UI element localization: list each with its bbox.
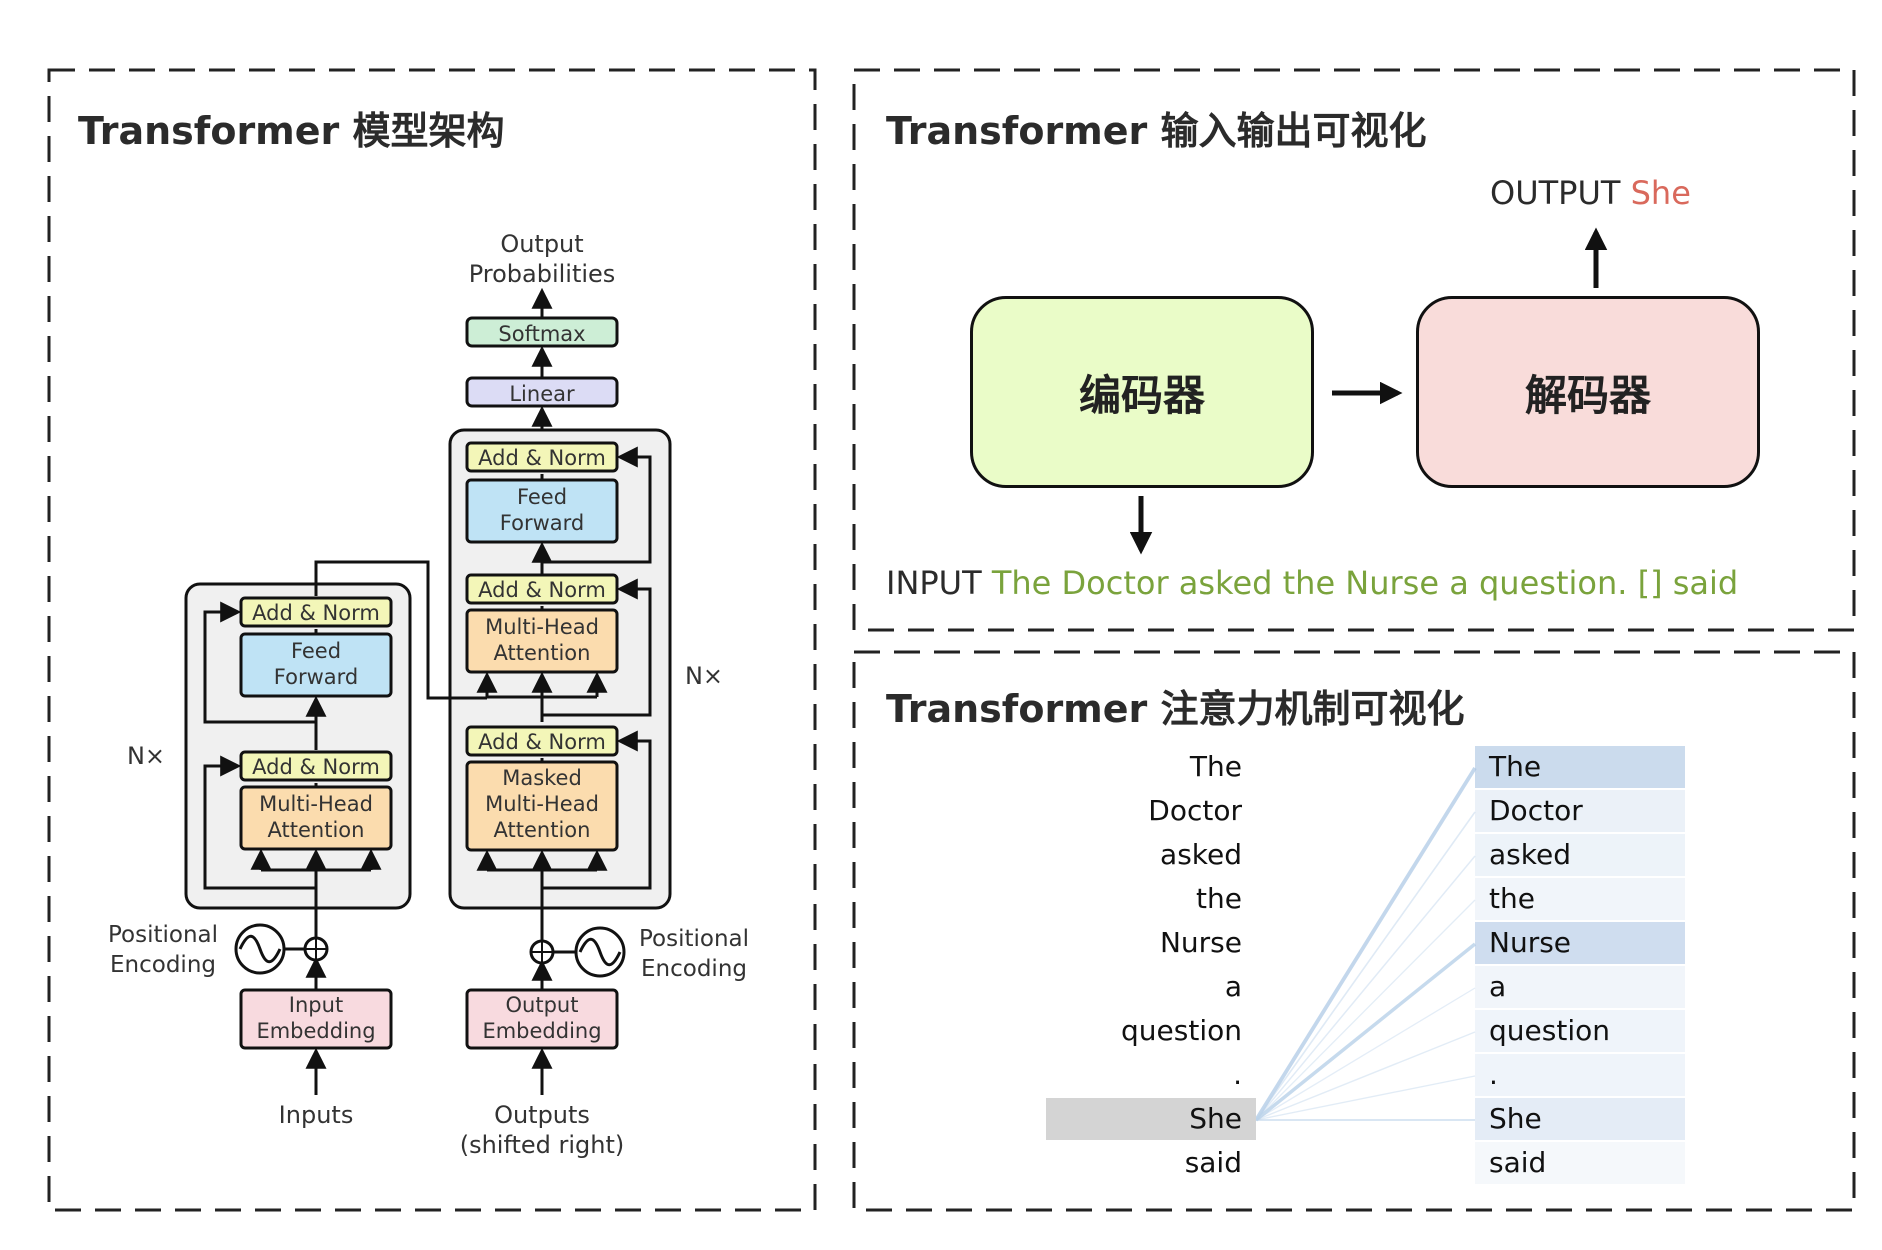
decoder-box: 解码器 (1416, 296, 1760, 488)
svg-text:Output: Output (506, 993, 579, 1017)
input-value: The Doctor asked the Nurse a question. [… (991, 564, 1739, 602)
output-value: She (1630, 174, 1691, 212)
attention-link (1255, 811, 1476, 1121)
decoder-nx-label: N× (685, 662, 723, 690)
svg-text:Embedding: Embedding (256, 1019, 375, 1043)
svg-text:Feed: Feed (517, 485, 567, 509)
svg-text:Embedding: Embedding (482, 1019, 601, 1043)
output-probabilities-label-2: Probabilities (469, 260, 616, 288)
attention-source-word: She (1046, 1098, 1256, 1140)
attention-link (1255, 987, 1476, 1121)
attention-source-word: a (1224, 970, 1242, 1003)
attention-target-word: question (1475, 1010, 1685, 1052)
transformer-architecture-diagram: Output Probabilities Softmax Linear Add … (108, 230, 749, 1159)
attention-target-word: Doctor (1475, 790, 1685, 832)
svg-text:Input: Input (289, 993, 343, 1017)
attention-target-word: Nurse (1475, 922, 1685, 964)
svg-text:Add & Norm: Add & Norm (478, 446, 606, 470)
attention-source-word: . (1233, 1058, 1242, 1091)
svg-text:Attention: Attention (494, 641, 591, 665)
svg-text:Attention: Attention (494, 818, 591, 842)
attention-link (1255, 899, 1476, 1121)
svg-text:Softmax: Softmax (498, 322, 585, 346)
svg-text:Add & Norm: Add & Norm (478, 730, 606, 754)
encoder-label: 编码器 (1078, 370, 1205, 420)
attention-link (1255, 1031, 1476, 1121)
svg-text:Attention: Attention (268, 818, 365, 842)
attention-link (1254, 942, 1477, 1122)
attention-target-word: She (1475, 1098, 1685, 1140)
svg-text:Linear: Linear (509, 382, 575, 406)
output-probabilities-label: Output (500, 230, 583, 258)
attention-target-word: the (1475, 878, 1685, 920)
svg-text:Masked: Masked (502, 766, 582, 790)
inputs-label: Inputs (279, 1101, 354, 1129)
attention-link (1255, 1075, 1476, 1121)
svg-text:Feed: Feed (291, 639, 341, 663)
attention-source-word: Nurse (1159, 926, 1242, 959)
svg-text:Add & Norm: Add & Norm (252, 601, 380, 625)
svg-text:Forward: Forward (500, 511, 584, 535)
svg-text:Multi-Head: Multi-Head (485, 615, 599, 639)
io-panel-border (852, 68, 1856, 632)
attention-source-word: said (1184, 1146, 1242, 1179)
svg-text:(shifted right): (shifted right) (460, 1131, 625, 1159)
architecture-panel: Transformer 模型架构 Output Probabilities So… (0, 0, 830, 1250)
attention-target-word: . (1475, 1054, 1685, 1096)
svg-text:Encoding: Encoding (110, 952, 216, 978)
attention-source-word: question (1121, 1014, 1242, 1047)
svg-text:Add & Norm: Add & Norm (478, 578, 606, 602)
attention-title: Transformer 注意力机制可视化 (886, 687, 1465, 731)
attention-source-word: asked (1160, 838, 1242, 871)
svg-text:Encoding: Encoding (641, 956, 747, 982)
io-panel: Transformer 输入输出可视化 编码器 解码器 OUTPUT She I… (830, 0, 1882, 650)
architecture-title: Transformer 模型架构 (78, 109, 505, 153)
attention-source-word: The (1189, 750, 1242, 783)
input-label: INPUT (886, 564, 982, 602)
output-line: OUTPUT She (1490, 174, 1691, 212)
decoder-positional-encoding-label: Positional (639, 926, 749, 952)
svg-text:Add & Norm: Add & Norm (252, 755, 380, 779)
attention-target-word: The (1475, 746, 1685, 788)
encoder-nx-label: N× (127, 742, 165, 770)
io-title: Transformer 输入输出可视化 (886, 109, 1427, 153)
architecture-panel-border (47, 68, 817, 1212)
attention-source-word: Doctor (1148, 794, 1242, 827)
attention-panel-border (852, 650, 1856, 1212)
attention-lines (1254, 766, 1477, 1122)
outputs-label: Outputs (494, 1101, 590, 1129)
svg-text:Multi-Head: Multi-Head (259, 792, 373, 816)
attention-link (1255, 855, 1476, 1121)
encoder-positional-encoding-label: Positional (108, 922, 218, 948)
attention-target-word: asked (1475, 834, 1685, 876)
attention-link (1254, 766, 1477, 1122)
decoder-label: 解码器 (1524, 370, 1651, 420)
svg-text:Forward: Forward (274, 665, 358, 689)
attention-target-word: said (1475, 1142, 1685, 1184)
output-label: OUTPUT (1490, 174, 1621, 212)
input-line: INPUT The Doctor asked the Nurse a quest… (886, 564, 1738, 602)
attention-source-word: the (1196, 882, 1242, 915)
attention-target-word: a (1475, 966, 1685, 1008)
svg-text:Multi-Head: Multi-Head (485, 792, 599, 816)
encoder-box: 编码器 (970, 296, 1314, 488)
